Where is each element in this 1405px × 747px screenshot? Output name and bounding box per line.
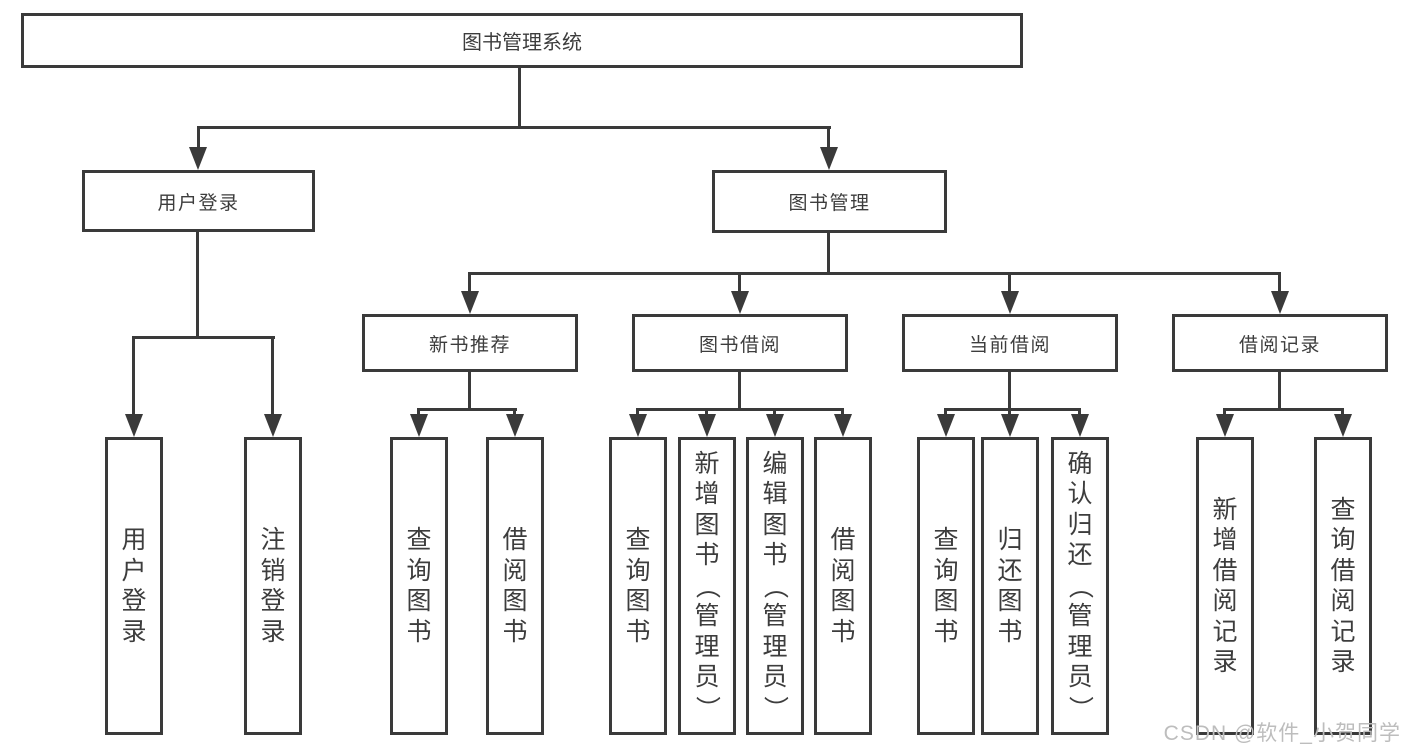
connector-line [841, 408, 844, 418]
node-current-borrowing: 当前借阅 [902, 314, 1118, 372]
connector-line [1341, 408, 1344, 418]
node-label: 借阅记录 [1238, 334, 1321, 356]
connector-line [518, 68, 521, 128]
connector-line [738, 372, 741, 410]
leaf-add-books-admin: 新增图书（管理员） [678, 437, 736, 735]
connector-line [705, 408, 708, 418]
connector-line [197, 126, 831, 129]
connector-line [827, 232, 830, 275]
arrowhead-icon [1001, 291, 1019, 314]
node-book-borrowing: 图书借阅 [632, 314, 848, 372]
node-library-management-system: 图书管理系统 [21, 13, 1023, 68]
connector-line [417, 408, 517, 411]
leaf-query-books-borrowing: 查询图书 [609, 437, 667, 735]
arrowhead-icon [264, 414, 282, 437]
arrowhead-icon [820, 147, 838, 170]
node-borrowing-records: 借阅记录 [1172, 314, 1388, 372]
connector-line [1008, 372, 1011, 410]
leaf-label: 新增图书（管理员） [693, 449, 722, 721]
arrowhead-icon [937, 414, 955, 437]
node-user-login: 用户登录 [82, 170, 315, 232]
connector-line [132, 336, 135, 418]
leaf-confirm-return-admin: 确认归还（管理员） [1051, 437, 1109, 735]
leaf-query-borrow-record: 查询借阅记录 [1314, 437, 1372, 735]
node-label: 新书推荐 [428, 334, 511, 356]
leaf-label: 用户登录 [121, 526, 147, 646]
leaf-add-borrow-record: 新增借阅记录 [1196, 437, 1254, 735]
leaf-label: 归还图书 [997, 526, 1023, 646]
connector-line [1078, 408, 1081, 418]
arrowhead-icon [506, 414, 524, 437]
connector-line [827, 126, 830, 149]
leaf-query-books-current: 查询图书 [917, 437, 975, 735]
arrowhead-icon [461, 291, 479, 314]
arrowhead-icon [1071, 414, 1089, 437]
node-label: 图书借阅 [698, 334, 781, 356]
node-label: 图书管理 [788, 193, 871, 214]
connector-line [1008, 408, 1011, 418]
node-new-book-recommend: 新书推荐 [362, 314, 578, 372]
leaf-user-login: 用户登录 [105, 437, 163, 735]
leaf-return-books: 归还图书 [981, 437, 1039, 735]
node-label: 当前借阅 [968, 334, 1051, 356]
leaf-borrow-books-recommend: 借阅图书 [486, 437, 544, 735]
node-label: 图书管理系统 [462, 32, 582, 54]
connector-line [1278, 272, 1281, 293]
connector-line [513, 408, 516, 418]
watermark: CSDN @软件_小贺同学 [1163, 722, 1401, 745]
leaf-borrow-books: 借阅图书 [814, 437, 872, 735]
connector-line [133, 336, 275, 339]
leaf-label: 注销登录 [260, 526, 286, 646]
arrowhead-icon [1001, 414, 1019, 437]
arrowhead-icon [410, 414, 428, 437]
leaf-label: 查询图书 [933, 526, 959, 646]
connector-line [636, 408, 639, 418]
leaf-label: 查询借阅记录 [1330, 495, 1356, 677]
arrowhead-icon [731, 291, 749, 314]
connector-line [468, 272, 1281, 275]
leaf-label: 确认归还（管理员） [1066, 449, 1095, 721]
connector-line [773, 408, 776, 418]
connector-line [738, 272, 741, 293]
connector-line [468, 372, 471, 410]
leaf-label: 查询图书 [406, 526, 432, 646]
node-label: 用户登录 [157, 192, 240, 214]
connector-line [196, 232, 199, 339]
connector-line [1008, 272, 1011, 293]
connector-line [197, 126, 200, 149]
leaf-label: 借阅图书 [502, 526, 528, 646]
connector-line [636, 408, 844, 411]
connector-line [1223, 408, 1226, 418]
arrowhead-icon [1216, 414, 1234, 437]
arrowhead-icon [189, 147, 207, 170]
connector-line [944, 408, 1081, 411]
connector-line [468, 272, 471, 293]
node-book-management: 图书管理 [712, 170, 947, 233]
leaf-edit-books-admin: 编辑图书（管理员） [746, 437, 804, 735]
arrowhead-icon [1271, 291, 1289, 314]
leaf-logout: 注销登录 [244, 437, 302, 735]
leaf-label: 借阅图书 [830, 526, 856, 646]
arrowhead-icon [1334, 414, 1352, 437]
arrowhead-icon [125, 414, 143, 437]
connector-line [944, 408, 947, 418]
arrowhead-icon [766, 414, 784, 437]
connector-line [417, 408, 420, 418]
connector-line [1278, 372, 1281, 410]
leaf-label: 编辑图书（管理员） [761, 449, 790, 721]
arrowhead-icon [698, 414, 716, 437]
leaf-label: 新增借阅记录 [1212, 495, 1238, 677]
connector-line [271, 336, 274, 418]
leaf-query-books-recommend: 查询图书 [390, 437, 448, 735]
leaf-label: 查询图书 [625, 526, 651, 646]
arrowhead-icon [629, 414, 647, 437]
arrowhead-icon [834, 414, 852, 437]
connector-line [1223, 408, 1344, 411]
